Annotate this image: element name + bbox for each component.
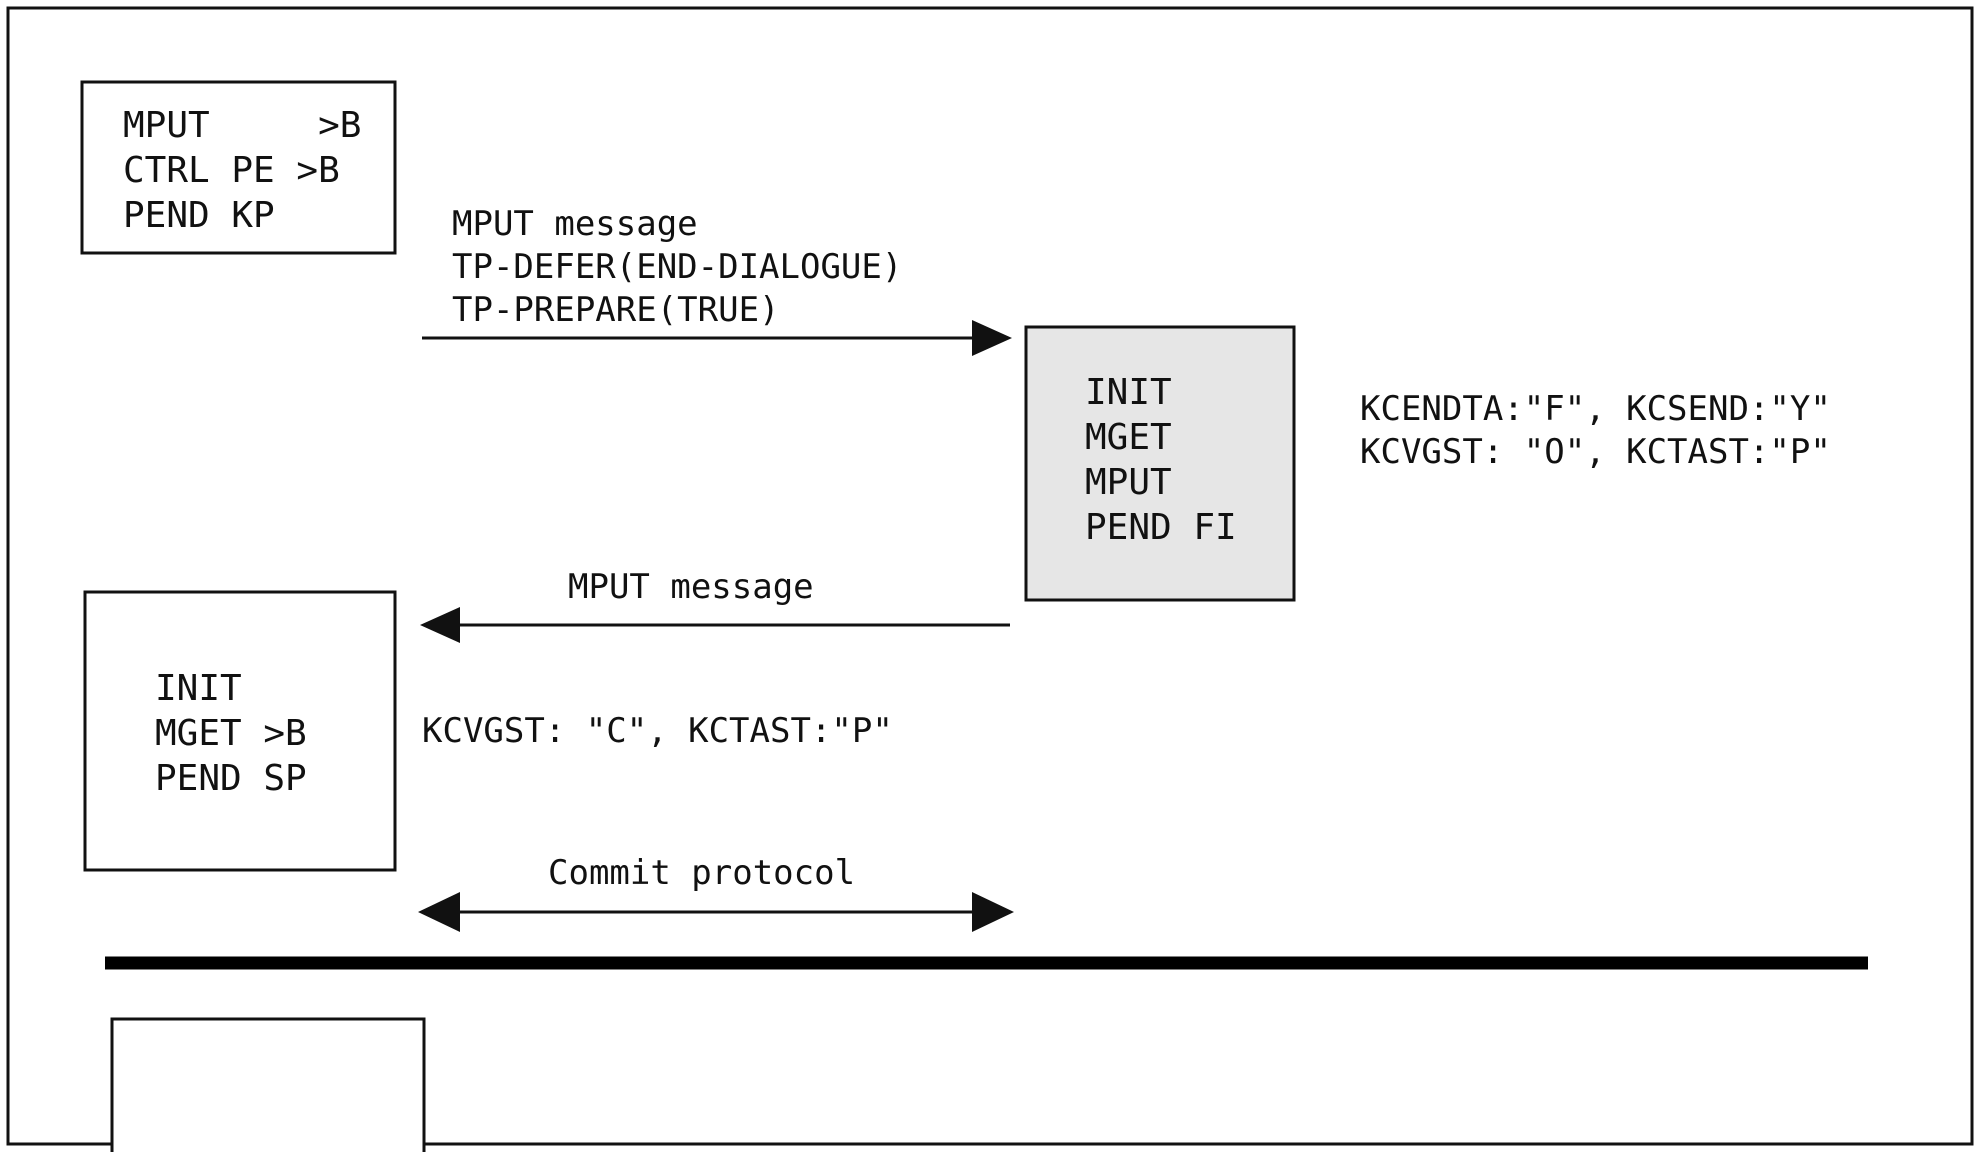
mput-send-arrow bbox=[422, 320, 1012, 356]
client-top-box-line-3: PEND KP bbox=[123, 195, 275, 236]
mput-send-label-line-2: TP-DEFER(END-DIALOGUE) bbox=[452, 247, 902, 287]
client-bottom-box-line-2: MGET >B bbox=[155, 713, 307, 754]
client-bottom-box-line-1: INIT bbox=[155, 668, 242, 709]
arrow-head-left-icon bbox=[420, 607, 460, 643]
client-top-box-line-2: CTRL PE >B bbox=[123, 150, 340, 191]
client-state-annotation-line-1: KCVGST: "C", KCTAST:"P" bbox=[422, 711, 893, 751]
commit-protocol-arrow bbox=[418, 892, 1014, 932]
bottom-partial-box bbox=[110, 1017, 426, 1152]
page-border bbox=[6, 6, 1974, 1146]
mput-return-arrow bbox=[420, 607, 1010, 643]
client-bottom-box-line-3: PEND SP bbox=[155, 758, 307, 799]
server-box bbox=[1024, 325, 1296, 602]
mput-return-label: MPUT message bbox=[568, 567, 814, 607]
client-bottom-box bbox=[83, 590, 397, 872]
server-state-annotation-line-2: KCVGST: "O", KCTAST:"P" bbox=[1360, 432, 1831, 472]
mput-send-label-line-1: MPUT message bbox=[452, 204, 698, 244]
server-box-line-3: MPUT bbox=[1085, 462, 1172, 503]
arrow-head-right-icon bbox=[972, 320, 1012, 356]
server-box-line-1: INIT bbox=[1085, 372, 1172, 413]
arrow-head-left-icon bbox=[418, 892, 460, 932]
mput-send-label-line-3: TP-PREPARE(TRUE) bbox=[452, 290, 780, 330]
client-top-box bbox=[80, 80, 397, 255]
client-top-box-line-1: MPUT >B bbox=[123, 105, 361, 146]
commit-protocol-label: Commit protocol bbox=[548, 853, 855, 893]
arrow-head-right-icon bbox=[972, 892, 1014, 932]
server-box-line-4: PEND FI bbox=[1085, 507, 1237, 548]
server-box-line-2: MGET bbox=[1085, 417, 1172, 458]
server-state-annotation-line-1: KCENDTA:"F", KCSEND:"Y" bbox=[1360, 389, 1831, 429]
